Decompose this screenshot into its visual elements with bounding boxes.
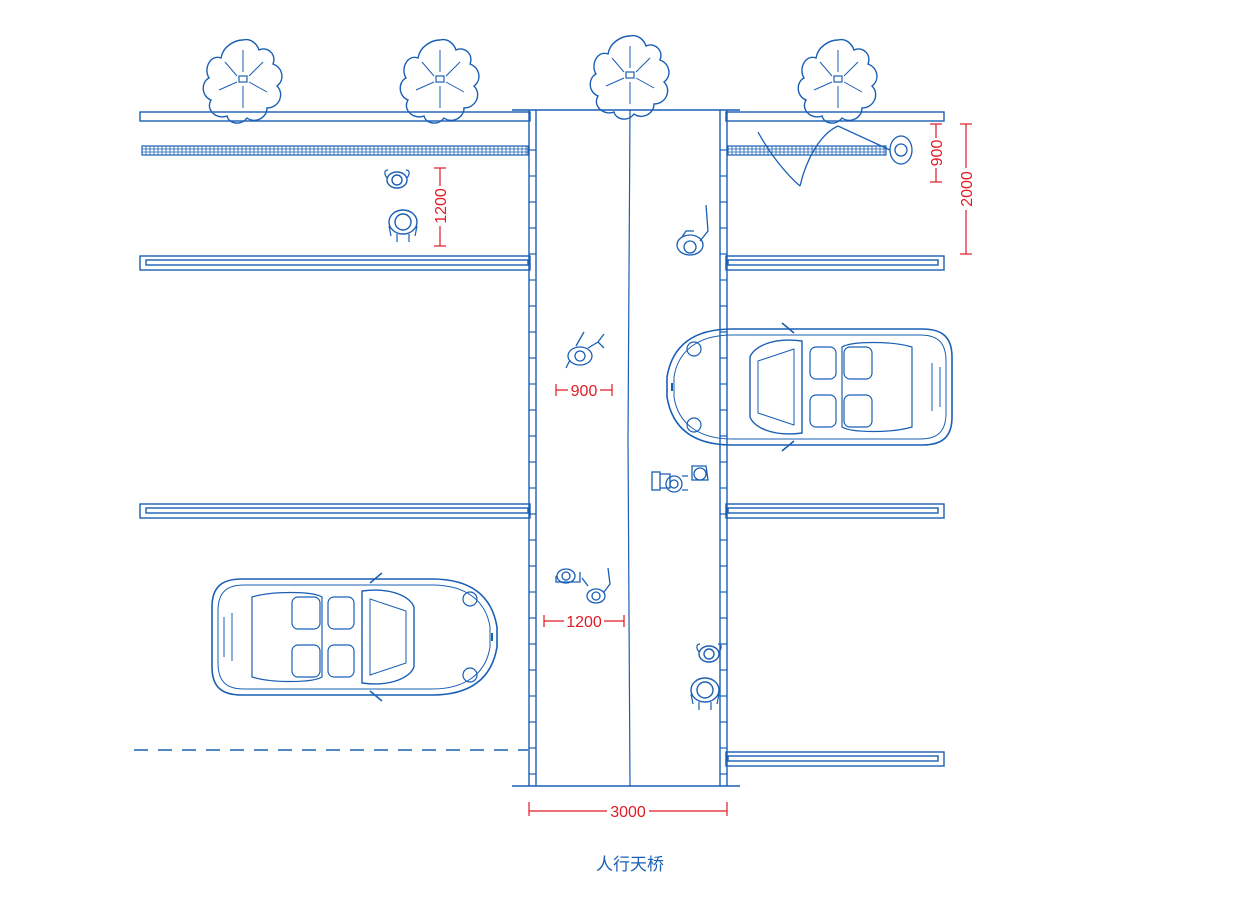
sidewalk-curb-left: [139, 111, 531, 122]
lane-divider-2-left: [139, 503, 531, 519]
tree-symbol: [797, 38, 878, 124]
lane-divider-3-right: [725, 751, 945, 767]
wheelchair-symbol: [651, 465, 709, 493]
person-symbol: [384, 169, 410, 189]
tree-symbol: [202, 38, 283, 124]
dimension-label: 1200: [433, 188, 450, 224]
person-symbol: [690, 677, 720, 711]
car-symbol: [211, 572, 498, 702]
tree-symbol: [589, 34, 670, 120]
lane-divider-2-left-inner: [145, 507, 529, 514]
sidewalk-curb-right: [725, 111, 945, 122]
dimension-label: 900: [929, 140, 946, 167]
person-with-cane: [676, 204, 709, 256]
lane-divider-2-right-inner: [727, 507, 939, 514]
lane-divider-2-right: [725, 503, 945, 519]
person-symbol: [696, 643, 722, 663]
lane-divider-3-right-inner: [727, 755, 939, 762]
dimension-label: 3000: [610, 804, 646, 821]
lane-divider-1-right-inner: [727, 259, 939, 266]
dimension-label: 900: [571, 383, 598, 400]
bicycle-symbol: [555, 567, 611, 604]
dimension-label: 2000: [959, 171, 976, 207]
person-symbol: [388, 209, 418, 243]
pedestrian-bridge: [512, 109, 740, 787]
drawing-caption: 人行天桥: [596, 855, 664, 875]
person-at-gate: [757, 125, 913, 187]
lane-divider-1-left: [139, 255, 531, 271]
tree-symbol: [399, 38, 480, 124]
lane-divider-1-left-inner: [145, 259, 529, 266]
car-symbol: [666, 322, 953, 452]
walking-person: [565, 331, 605, 369]
dimension-label: 1200: [566, 614, 602, 631]
lane-divider-1-right: [725, 255, 945, 271]
